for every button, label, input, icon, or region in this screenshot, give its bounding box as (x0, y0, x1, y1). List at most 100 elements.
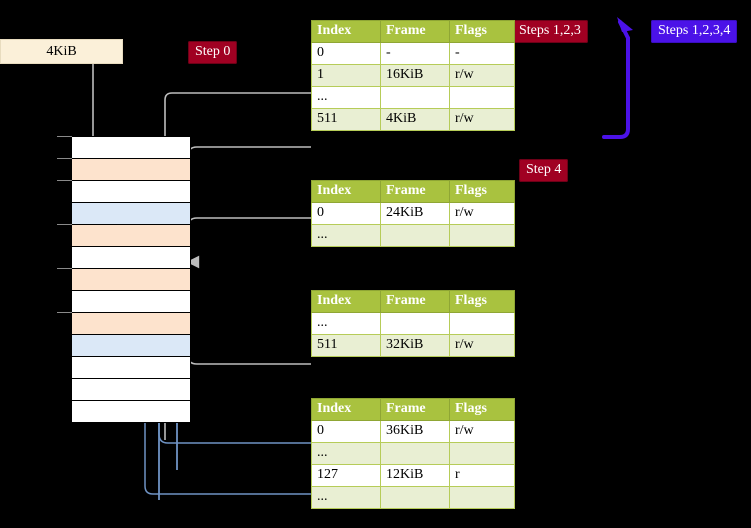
cell-flags (449, 442, 515, 465)
col-header-flags: Flags (449, 290, 515, 313)
memory-row (71, 378, 191, 401)
badge-step-0: Step 0 (188, 41, 238, 64)
memory-row (71, 246, 191, 269)
wire-table2-row511 (176, 311, 311, 365)
physical-memory-column (71, 136, 191, 423)
cell-frame (380, 442, 450, 465)
cell-flags (449, 486, 515, 509)
cell-frame (380, 312, 450, 335)
cell-flags: r/w (449, 420, 515, 443)
cell-flags: r (449, 464, 515, 487)
wire-steps-bracket (602, 17, 633, 139)
cell-frame: 32KiB (380, 334, 450, 357)
col-header-frame: Frame (380, 180, 450, 203)
col-header-frame: Frame (380, 20, 450, 43)
cell-index: 1 (311, 64, 381, 87)
cell-flags: r/w (449, 202, 515, 225)
cell-index: ... (311, 86, 381, 109)
cell-flags: r/w (449, 334, 515, 357)
cell-index: 0 (311, 42, 381, 65)
table-header-row: Index Frame Flags (311, 290, 515, 313)
cell-frame: 24KiB (380, 202, 450, 225)
cell-index: 511 (311, 108, 381, 131)
cell-index: ... (311, 224, 381, 247)
badge-steps-1234: Steps 1,2,3,4 (651, 20, 738, 43)
table-row: ... (311, 312, 515, 335)
memory-row (71, 136, 191, 159)
cell-index: 0 (311, 202, 381, 225)
memory-row (71, 312, 191, 335)
col-header-frame: Frame (380, 290, 450, 313)
cell-frame (380, 486, 450, 509)
col-header-index: Index (311, 290, 381, 313)
memory-row (71, 400, 191, 423)
badge-steps-1234-label: Steps 1,2,3,4 (658, 23, 731, 38)
cell-flags (449, 86, 515, 109)
memory-row (71, 224, 191, 247)
memory-row (71, 180, 191, 203)
cell-frame: 12KiB (380, 464, 450, 487)
table-header-row: Index Frame Flags (311, 398, 515, 421)
col-header-flags: Flags (449, 20, 515, 43)
memory-block-4kib-label: 4KiB (46, 43, 77, 59)
cell-index: 0 (311, 420, 381, 443)
cell-flags: r/w (449, 64, 515, 87)
cell-frame: 36KiB (380, 420, 450, 443)
table-header-row: Index Frame Flags (311, 180, 515, 203)
table-row: 0-- (311, 42, 515, 65)
table-header-row: Index Frame Flags (311, 20, 515, 43)
col-header-flags: Flags (449, 180, 515, 203)
cell-flags: - (449, 42, 515, 65)
memory-tick (57, 312, 72, 313)
memory-row (71, 158, 191, 181)
cell-index: ... (311, 312, 381, 335)
badge-steps-123-label: Steps 1,2,3 (519, 23, 581, 38)
badge-steps-123: Steps 1,2,3 (512, 20, 588, 43)
cell-index: 127 (311, 464, 381, 487)
cell-index: ... (311, 486, 381, 509)
wire-table0-row511 (187, 146, 311, 195)
col-header-index: Index (311, 180, 381, 203)
memory-row (71, 334, 191, 357)
table-row: ... (311, 486, 515, 509)
cell-index: 511 (311, 334, 381, 357)
memory-block-4kib: 4KiB (0, 39, 123, 64)
cell-flags (449, 312, 515, 335)
memory-row (71, 356, 191, 379)
memory-row (71, 268, 191, 291)
memory-tick (57, 180, 72, 181)
memory-row (71, 202, 191, 225)
memory-row (71, 290, 191, 313)
table-row: ... (311, 224, 515, 247)
col-header-index: Index (311, 398, 381, 421)
cell-flags: r/w (449, 108, 515, 131)
table-row: ... (311, 86, 515, 109)
cell-frame: 4KiB (380, 108, 450, 131)
col-header-index: Index (311, 20, 381, 43)
cell-index: ... (311, 442, 381, 465)
memory-tick (57, 136, 72, 137)
col-header-flags: Flags (449, 398, 515, 421)
badge-step-0-label: Step 0 (195, 44, 231, 59)
memory-tick (57, 268, 72, 269)
cell-frame (380, 224, 450, 247)
badge-step-4-label: Step 4 (526, 162, 562, 177)
cell-frame: - (380, 42, 450, 65)
cell-frame (380, 86, 450, 109)
col-header-frame: Frame (380, 398, 450, 421)
memory-tick (57, 158, 72, 159)
